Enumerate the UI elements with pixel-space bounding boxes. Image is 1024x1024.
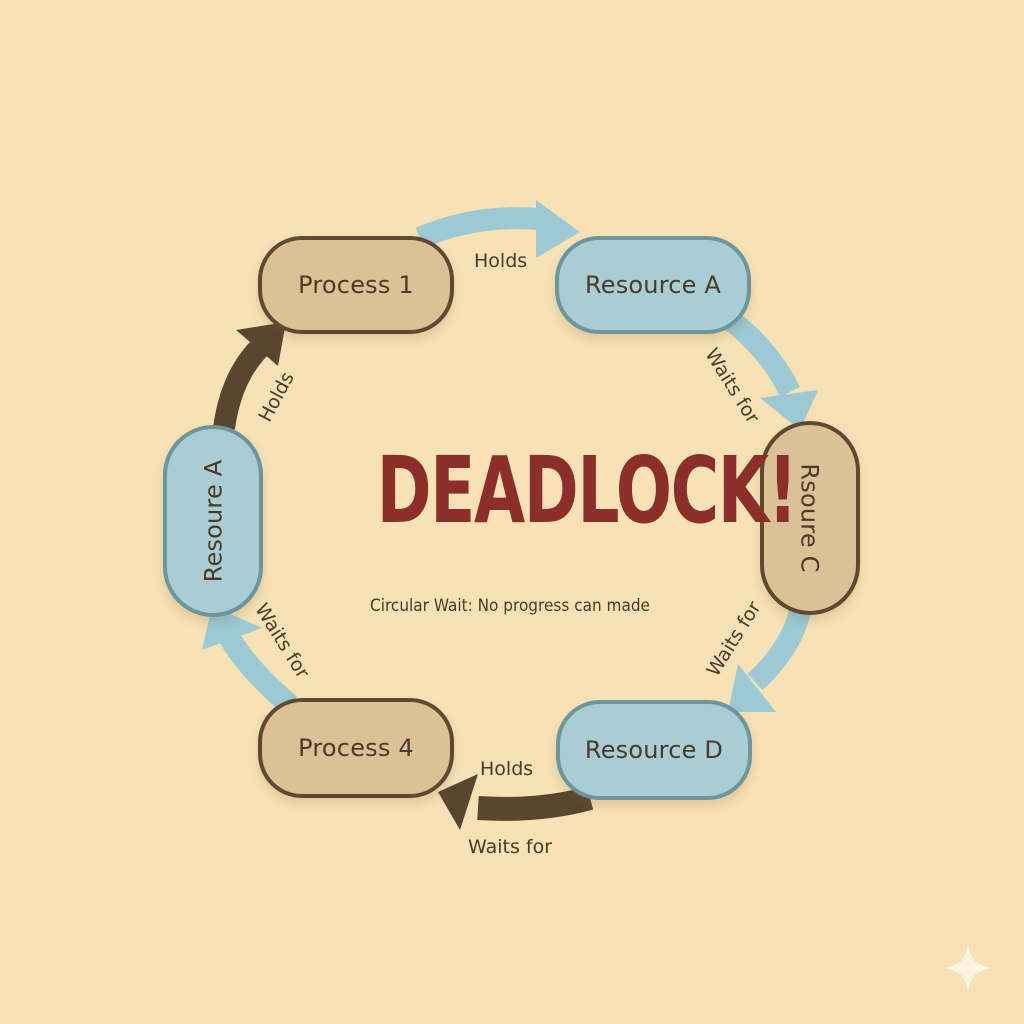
sparkle-icon	[942, 942, 994, 994]
node-label: Rsoure C	[796, 463, 825, 573]
node-label: Process 4	[298, 734, 414, 762]
node-process-4: Process 4	[258, 698, 454, 798]
node-resource-c: Rsoure C	[760, 421, 860, 615]
node-label: Resource A	[584, 271, 722, 299]
arrow-holds-left	[213, 322, 286, 430]
arrow-waits-for-right-lower	[728, 608, 811, 712]
node-resource-a-top: Resource A	[555, 236, 751, 334]
node-label: Process 1	[298, 271, 414, 299]
deadlock-title: DEADLOCK!	[376, 437, 798, 544]
node-process-1: Process 1	[258, 236, 454, 334]
arrow-holds-bottom	[438, 774, 594, 830]
arrow-waits-for-right-upper	[721, 309, 818, 430]
node-label: Resource D	[584, 736, 724, 764]
edge-label-holds-bottom: Holds	[480, 758, 534, 780]
node-resource-d: Resource D	[556, 700, 752, 800]
edge-label-waits-for-bottom: Waits for	[468, 836, 553, 858]
edge-label-holds-top: Holds	[474, 250, 528, 272]
arrow-holds-top	[415, 200, 580, 258]
arrow-waits-for-left	[202, 606, 298, 714]
deadlock-subtitle: Circular Wait: No progress can made	[370, 596, 650, 616]
node-label: Resoure A	[199, 459, 227, 583]
node-resource-a-left: Resoure A	[163, 425, 263, 617]
